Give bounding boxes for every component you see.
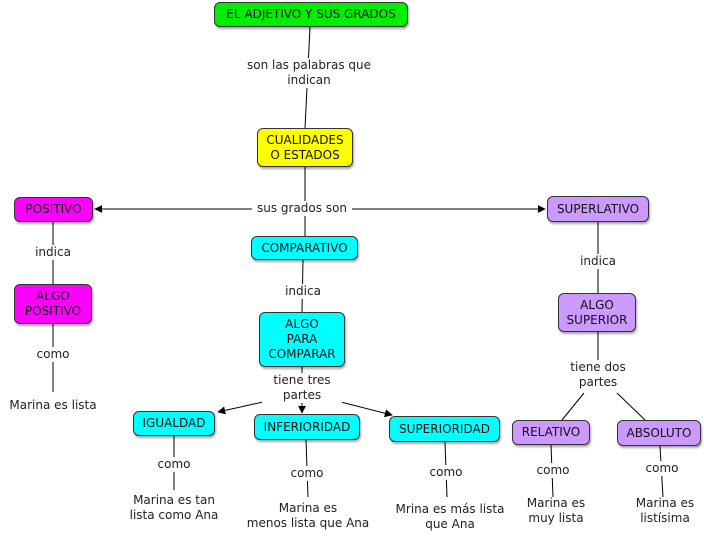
label-como-absoluto: como [640,461,684,476]
node-cualidades-estados[interactable]: CUALIDADES O ESTADOS [257,128,353,167]
label-como-relativo: como [531,463,575,478]
label-son-las-palabras: son las palabras que indican [238,58,380,88]
node-algo-superior[interactable]: ALGO SUPERIOR [558,293,636,332]
node-algo-para-comparar[interactable]: ALGO PARA COMPARAR [259,312,345,367]
node-algo-positivo[interactable]: ALGO POSITIVO [14,284,92,324]
label-indica-comparativo: indica [280,284,326,299]
node-igualdad[interactable]: IGUALDAD [133,411,215,436]
example-relativo: Marina es muy lista [526,496,586,525]
label-indica-positivo: indica [30,245,76,260]
label-indica-superlativo: indica [575,254,621,269]
example-igualdad: Marina es tan lista como Ana [129,493,219,522]
label-como-igualdad: como [152,457,196,472]
example-positivo: Marina es lista [9,398,97,412]
label-como-positivo: como [31,347,75,362]
label-tiene-tres-partes: tiene tres partes [262,373,342,403]
node-positivo[interactable]: POSITIVO [14,197,93,222]
node-superioridad[interactable]: SUPERIORIDAD [389,416,500,442]
arrow-to-superioridad [332,399,393,418]
node-relativo[interactable]: RELATIVO [512,420,590,445]
label-sus-grados-son: sus grados son [252,201,352,216]
label-como-inferioridad: como [285,466,329,481]
node-inferioridad[interactable]: INFERIORIDAD [254,414,360,440]
node-comparativo[interactable]: COMPARATIVO [251,236,358,260]
link-tiene-absoluto [616,392,646,421]
label-tiene-dos-partes: tiene dos partes [561,360,635,390]
example-inferioridad: Marina es menos lista que Ana [246,501,370,530]
node-superlativo[interactable]: SUPERLATIVO [547,196,649,222]
link-tiene-relativo [561,392,585,421]
node-absoluto[interactable]: ABSOLUTO [617,420,701,446]
example-absoluto: Marina es listísima [635,496,695,525]
example-superioridad: Mrina es más lista que Ana [395,502,505,531]
node-adjetivo-grados[interactable]: EL ADJETIVO Y SUS GRADOS [214,2,408,27]
label-como-superioridad: como [424,465,468,480]
